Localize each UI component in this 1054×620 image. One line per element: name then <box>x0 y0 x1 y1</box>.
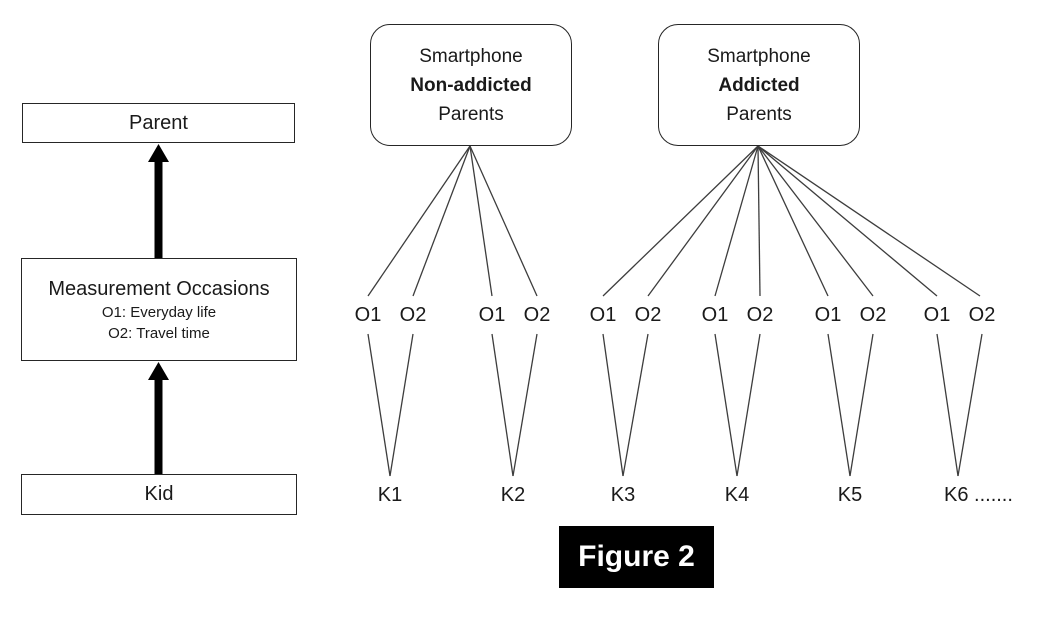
vee-line <box>367 333 391 477</box>
kid-box: Kid <box>21 474 297 515</box>
fan-line <box>602 145 759 297</box>
fan-line <box>757 145 938 297</box>
parent-box-label: Parent <box>129 111 188 134</box>
occasion-label-k3-o1: O1 <box>589 304 617 326</box>
fan-line <box>412 145 471 297</box>
occasion-label-k6-o2: O2 <box>968 304 996 326</box>
fan-line <box>367 145 471 297</box>
measurement-o1-desc: O1: Everyday life <box>101 303 217 321</box>
occasion-label-k4-o1: O1 <box>701 304 729 326</box>
fan-and-vee-lines <box>367 145 983 477</box>
vee-line <box>936 333 959 477</box>
vee-line <box>957 333 983 477</box>
kid-box-label: Kid <box>144 483 174 505</box>
measurement-o2-desc: O2: Travel time <box>108 324 210 342</box>
upper-arrow <box>148 144 169 258</box>
vee-line <box>622 333 649 477</box>
group-box-non-addicted-parents: Smartphone Non-addicted Parents <box>370 24 572 146</box>
vee-line <box>827 333 851 477</box>
kid-label-k2: K2 <box>500 484 526 506</box>
occasion-label-k1-o1: O1 <box>354 304 382 326</box>
kid-label-k5: K5 <box>837 484 863 506</box>
occasion-label-k4-o2: O2 <box>746 304 774 326</box>
occasion-label-k5-o1: O1 <box>814 304 842 326</box>
occasion-label-k1-o2: O2 <box>399 304 427 326</box>
vee-line <box>736 333 761 477</box>
occasion-label-k6-o1: O1 <box>923 304 951 326</box>
measurement-box-title: Measurement Occasions <box>48 277 270 300</box>
vee-line <box>491 333 514 477</box>
fan-line <box>757 145 874 297</box>
fan-line <box>757 145 761 297</box>
kid-label-k6: K6 ....... <box>944 484 1013 506</box>
group-b-line-3: Parents <box>726 103 792 125</box>
vee-line <box>602 333 624 477</box>
lower-arrow <box>148 362 169 474</box>
fan-line <box>469 145 493 297</box>
parent-box: Parent <box>22 103 295 143</box>
group-b-line-1: Smartphone <box>707 45 811 67</box>
group-box-addicted-parents: Smartphone Addicted Parents <box>658 24 860 146</box>
kid-label-k1: K1 <box>377 484 403 506</box>
figure-caption-text: Figure 2 <box>578 540 695 573</box>
vee-line <box>512 333 538 477</box>
vee-line <box>849 333 874 477</box>
vee-line <box>714 333 738 477</box>
occasion-label-k5-o2: O2 <box>859 304 887 326</box>
figure-caption-box: Figure 2 <box>559 526 714 588</box>
measurement-occasions-box: Measurement Occasions O1: Everyday life … <box>21 258 297 361</box>
group-a-line-2: Non-addicted <box>410 74 532 96</box>
group-a-line-3: Parents <box>438 103 504 125</box>
group-b-line-2: Addicted <box>718 74 800 96</box>
fan-line <box>757 145 981 297</box>
group-a-line-1: Smartphone <box>419 45 523 67</box>
vee-line <box>389 333 414 477</box>
fan-line <box>714 145 759 297</box>
kid-label-k3: K3 <box>610 484 636 506</box>
occasion-label-k2-o1: O1 <box>478 304 506 326</box>
upper-arrow-head <box>148 144 169 162</box>
lower-arrow-head <box>148 362 169 380</box>
kid-label-k4: K4 <box>724 484 750 506</box>
fan-line <box>647 145 759 297</box>
fan-line <box>469 145 538 297</box>
occasion-label-k2-o2: O2 <box>523 304 551 326</box>
occasion-label-k3-o2: O2 <box>634 304 662 326</box>
fan-line <box>757 145 829 297</box>
